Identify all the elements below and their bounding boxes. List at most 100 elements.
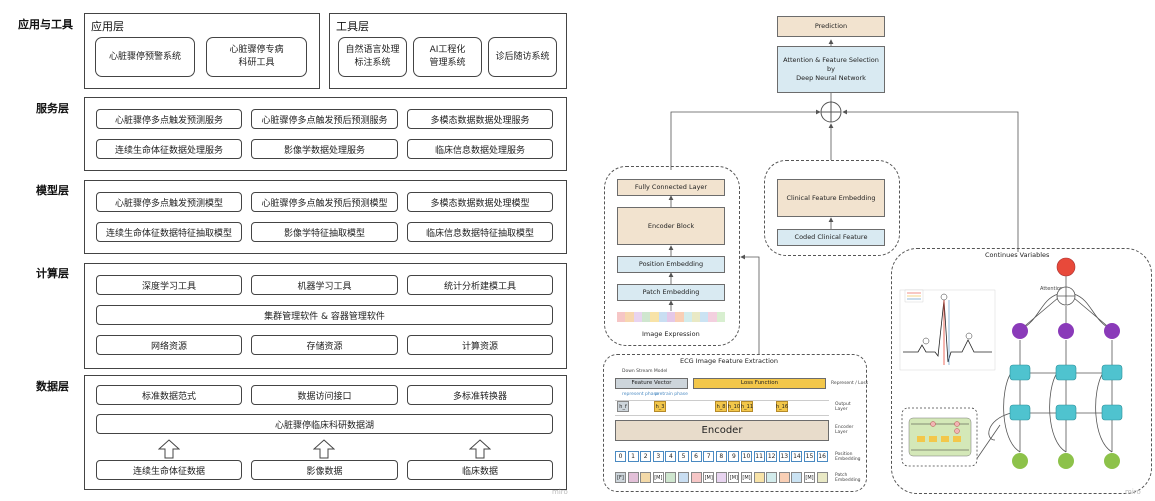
service-item: 多模态数据数据处理服务 bbox=[407, 109, 553, 129]
model-item: 临床信息数据特征抽取模型 bbox=[407, 222, 553, 242]
compute-resource: 网络资源 bbox=[96, 335, 242, 355]
position-index-cell: 9 bbox=[728, 451, 740, 462]
patch-token-cell bbox=[627, 472, 639, 483]
patch-token-cell bbox=[766, 472, 778, 483]
output-token: h_11 bbox=[741, 401, 753, 412]
compute-resource: 计算资源 bbox=[407, 335, 553, 355]
down-stream-label: Down Stream Model bbox=[622, 369, 668, 374]
data-top-item: 数据访问接口 bbox=[251, 385, 398, 405]
loss-function-box: Loss Function bbox=[693, 378, 826, 389]
compute-resource: 存储资源 bbox=[251, 335, 398, 355]
encoder-block: Encoder Block bbox=[617, 207, 725, 245]
image-expression-caption: Image Expression bbox=[642, 330, 700, 338]
output-token: h_f bbox=[617, 401, 629, 412]
output-layer-label: Output Layer bbox=[835, 402, 851, 412]
ecg-encoder-box: Encoder bbox=[615, 420, 829, 441]
patch-token-cell bbox=[715, 472, 727, 483]
patch-token-cell: [M] bbox=[652, 472, 664, 483]
data-source: 临床数据 bbox=[407, 460, 553, 480]
ecg-title: ECG Image Feature Extraction bbox=[680, 357, 778, 365]
patch-swatch bbox=[675, 312, 684, 322]
compute-tool: 统计分析建模工具 bbox=[407, 275, 553, 295]
output-token: h_8 bbox=[715, 401, 727, 412]
rnn-attention-graphic bbox=[899, 257, 1123, 469]
patch-token-cell bbox=[791, 472, 803, 483]
service-item: 心脏骤停多点触发预后预测服务 bbox=[251, 109, 398, 129]
output-token: h_16 bbox=[776, 401, 788, 412]
position-embedding-box: Position Embedding bbox=[617, 256, 725, 273]
prediction-box: Prediction bbox=[777, 16, 885, 37]
model-item: 心脏骤停多点触发预后预测模型 bbox=[251, 192, 398, 212]
app-layer-title: 应用层 bbox=[91, 20, 124, 33]
service-layer-panel: 心脏骤停多点触发预测服务 心脏骤停多点触发预后预测服务 多模态数据数据处理服务 … bbox=[84, 97, 567, 171]
model-item: 影像学特征抽取模型 bbox=[251, 222, 398, 242]
patch-token-cell bbox=[690, 472, 702, 483]
patch-swatch bbox=[641, 312, 651, 322]
patch-token-cell bbox=[816, 472, 828, 483]
tool-item-follow-up: 诊后随访系统 bbox=[488, 37, 557, 77]
compute-layer-panel: 深度学习工具 机器学习工具 统计分析建模工具 集群管理软件 & 容器管理软件 网… bbox=[84, 263, 567, 369]
service-item: 影像学数据处理服务 bbox=[251, 139, 398, 159]
app-item-warning-system: 心脏骤停预警系统 bbox=[95, 37, 195, 77]
model-item: 连续生命体征数据特征抽取模型 bbox=[96, 222, 242, 242]
miro-watermark: miro bbox=[1125, 488, 1141, 496]
patch-swatch bbox=[666, 312, 676, 322]
up-arrow-icon bbox=[469, 439, 491, 459]
position-index-cell: 1 bbox=[627, 451, 639, 462]
attention-dnn-label: Attention & Feature Selection by Deep Ne… bbox=[783, 56, 879, 82]
position-index-cell: 10 bbox=[741, 451, 752, 462]
patch-token-cell: [M] bbox=[703, 472, 715, 483]
position-index-cell: 8 bbox=[715, 451, 727, 462]
cluster-management: 集群管理软件 & 容器管理软件 bbox=[96, 305, 553, 325]
attention-label: Attention bbox=[1040, 286, 1064, 292]
data-top-item: 标准数据范式 bbox=[96, 385, 242, 405]
service-item: 临床信息数据处理服务 bbox=[407, 139, 553, 159]
patch-swatch bbox=[658, 312, 667, 322]
compute-tool: 机器学习工具 bbox=[251, 275, 398, 295]
up-arrow-icon bbox=[313, 439, 335, 459]
patch-swatch bbox=[691, 312, 701, 322]
tool-layer-panel: 工具层 自然语言处理 标注系统 AI工程化 管理系统 诊后随访系统 bbox=[329, 13, 567, 89]
patch-swatch bbox=[708, 312, 717, 322]
layer-label-compute: 计算层 bbox=[36, 267, 69, 280]
position-index-cell: 2 bbox=[640, 451, 652, 462]
patch-token-cell: [M] bbox=[804, 472, 815, 483]
patch-token-cell: [F] bbox=[615, 472, 626, 483]
patch-swatch bbox=[716, 312, 726, 322]
pretrain-phase-label: pretrain phase bbox=[655, 392, 688, 397]
position-index-cell: 15 bbox=[804, 451, 815, 462]
patch-token-cell: [M] bbox=[728, 472, 740, 483]
encoder-layer-label: Encoder Layer bbox=[835, 425, 854, 435]
position-index-cell: 16 bbox=[816, 451, 828, 462]
patch-swatch bbox=[617, 312, 626, 322]
patch-embedding-box: Patch Embedding bbox=[617, 284, 725, 301]
patch-swatch bbox=[650, 312, 659, 322]
service-item: 连续生命体征数据处理服务 bbox=[96, 139, 242, 159]
position-index-cell: 14 bbox=[791, 451, 803, 462]
layer-label-model: 模型层 bbox=[36, 184, 69, 197]
data-layer-panel: 标准数据范式 数据访问接口 多标准转换器 心脏骤停临床科研数据湖 连续生命体征数… bbox=[84, 375, 567, 490]
miro-watermark: miro bbox=[552, 488, 568, 496]
app-item-research-tool: 心脏骤停专病 科研工具 bbox=[206, 37, 307, 77]
service-item: 心脏骤停多点触发预测服务 bbox=[96, 109, 242, 129]
data-source: 影像数据 bbox=[251, 460, 398, 480]
represent-phase-label: represent phase bbox=[622, 392, 659, 397]
patch-token-cell bbox=[678, 472, 689, 483]
patch-swatch bbox=[633, 312, 642, 322]
position-index-cell: 7 bbox=[703, 451, 715, 462]
tool-layer-title: 工具层 bbox=[336, 20, 369, 33]
position-index-cell: 6 bbox=[690, 451, 702, 462]
continuous-variables-panel bbox=[891, 248, 1152, 494]
ecg-feature-panel bbox=[603, 354, 867, 492]
continuous-variables-title: Continues Variables bbox=[985, 251, 1050, 259]
image-branch-panel bbox=[604, 166, 740, 346]
layer-label-app-tools: 应用与工具 bbox=[18, 18, 73, 31]
position-index-cell: 4 bbox=[665, 451, 677, 462]
clinical-branch-panel bbox=[764, 160, 900, 256]
data-top-item: 多标准转换器 bbox=[407, 385, 553, 405]
position-index-cell: 0 bbox=[615, 451, 626, 462]
position-index-cell: 11 bbox=[753, 451, 765, 462]
patch-swatch bbox=[683, 312, 692, 322]
position-index-cell: 13 bbox=[778, 451, 790, 462]
tool-item-ai-engineering: AI工程化 管理系统 bbox=[413, 37, 482, 77]
